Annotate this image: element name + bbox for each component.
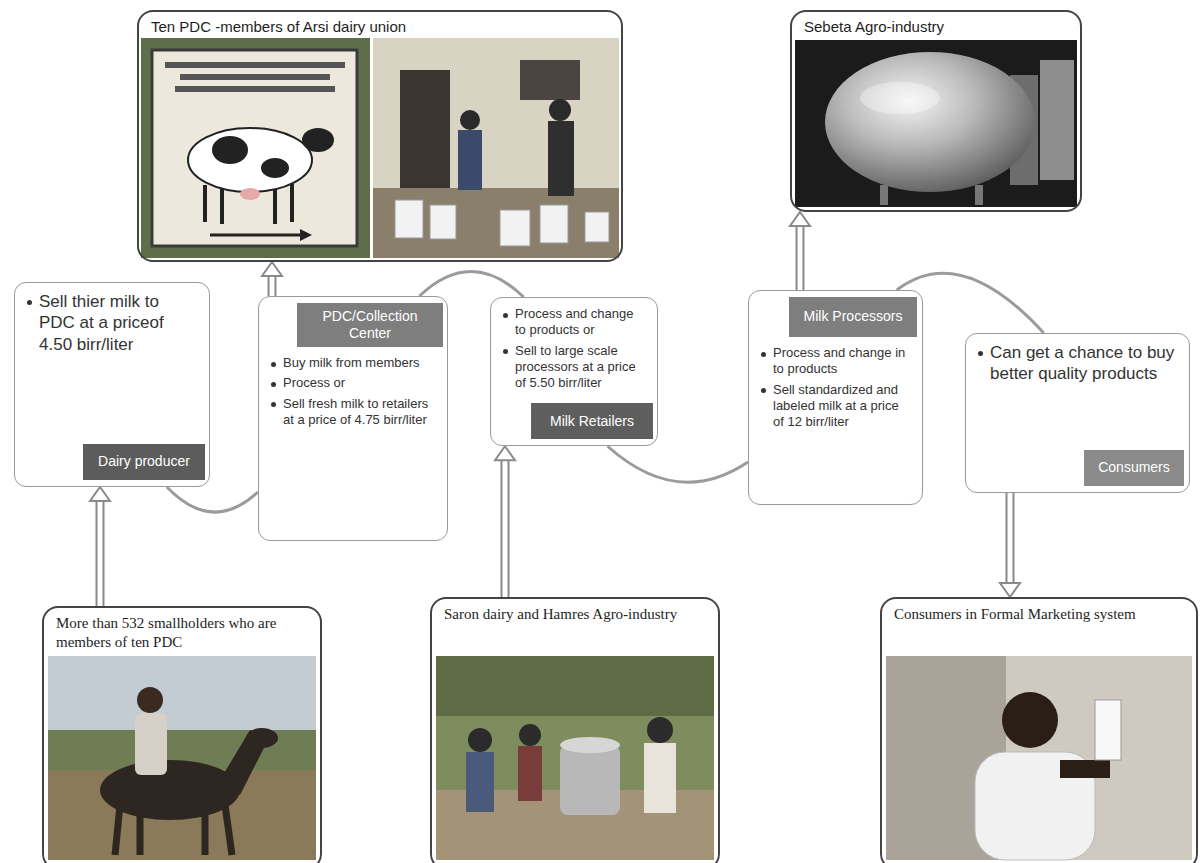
flow-arrow (790, 212, 810, 291)
flow-line (167, 487, 258, 512)
bullet-dot (271, 362, 276, 367)
panel-title: Saron dairy and Hamres Agro-industry (444, 605, 706, 624)
bullet-dot (503, 349, 508, 354)
bullet-dot (503, 313, 508, 318)
actor-box: Sell thier milk to PDC at a priceof 4.50… (14, 282, 210, 487)
bullet-dot (27, 300, 32, 305)
bullet-item: Sell fresh milk to retailers at a price … (271, 396, 437, 429)
photo-panel: Sebeta Agro-industry (790, 10, 1082, 212)
role-tag: Dairy producer (83, 444, 205, 480)
bullet-text: Process or (283, 375, 345, 391)
bullet-dot (761, 388, 766, 393)
arrow-head (790, 212, 810, 226)
role-tag: PDC/Collection Center (297, 303, 443, 347)
arrow-head (262, 262, 282, 276)
bullet-text: Sell fresh milk to retailers at a price … (283, 396, 437, 429)
flow-curve (420, 271, 524, 297)
bullet-item: Sell thier milk to PDC at a priceof 4.50… (27, 291, 199, 355)
panel-title: Sebeta Agro-industry (804, 18, 1068, 37)
arrow-shaft (501, 460, 510, 597)
panel-title: More than 532 smallholders who are membe… (56, 614, 308, 652)
flow-line (608, 446, 748, 482)
arrow-shaft (268, 276, 277, 296)
photo-panel: Consumers in Formal Marketing system (880, 597, 1198, 863)
arrow-head (90, 487, 110, 501)
smallholder-photo (48, 656, 316, 860)
bullet-text: Sell to large scale processors at a pric… (515, 343, 647, 392)
arrow-shaft-inner (503, 459, 508, 598)
panel-title: Consumers in Formal Marketing system (894, 605, 1184, 624)
role-tag: Milk Retailers (531, 403, 653, 439)
bullet-item: Sell standardized and labeled milk at a … (761, 382, 912, 431)
arrow-shaft (96, 501, 105, 606)
bullet-text: Sell standardized and labeled milk at a … (773, 382, 912, 431)
actor-box: Buy milk from membersProcess or Sell fres… (258, 296, 448, 541)
bullet-text: Sell thier milk to PDC at a priceof 4.50… (39, 291, 199, 355)
role-tag: Milk Processors (789, 297, 917, 337)
bullet-text: Process and change in to products (773, 345, 912, 378)
bullet-dot (978, 351, 983, 356)
panel-title: Ten PDC -members of Arsi dairy union (151, 18, 609, 37)
role-label: Milk Retailers (550, 413, 634, 431)
bullet-item: Can get a chance to buy better quality p… (978, 342, 1179, 385)
photo-panel: More than 532 smallholders who are membe… (42, 606, 322, 863)
flow-arrow (495, 446, 515, 598)
bullet-item: Sell to large scale processors at a pric… (503, 343, 647, 392)
role-label: Dairy producer (98, 453, 190, 471)
bullet-text: Can get a chance to buy better quality p… (990, 342, 1179, 385)
collection-photo (373, 38, 619, 258)
bullet-text: Process and change to products or (515, 306, 647, 339)
arrow-shaft-inner (270, 275, 275, 297)
flow-arrow (262, 262, 282, 297)
role-label: PDC/Collection Center (303, 308, 437, 343)
bullet-item: Process or (271, 375, 437, 391)
arrow-shaft (796, 226, 805, 290)
flow-line (420, 271, 524, 297)
bullet-dot (761, 352, 766, 357)
bullet-text: Buy milk from members (283, 355, 420, 371)
flow-arrow (1000, 492, 1020, 597)
flow-curve (608, 446, 748, 482)
actor-box: Process and change to products or Sell to… (490, 297, 658, 446)
tank-photo (795, 40, 1077, 207)
dairy-photo (436, 656, 714, 860)
arrow-shaft-inner (1008, 492, 1013, 584)
arrow-shaft-inner (798, 225, 803, 291)
arrow-head (1000, 583, 1020, 597)
bullet-item: Process and change to products or (503, 306, 647, 339)
consumer-photo (886, 656, 1192, 860)
actor-box: Can get a chance to buy better quality p… (965, 333, 1190, 493)
photo-panel: Saron dairy and Hamres Agro-industry (430, 597, 720, 863)
bullet-item: Buy milk from members (271, 355, 437, 371)
bullet-dot (271, 382, 276, 387)
role-tag: Consumers (1084, 450, 1184, 486)
arrow-shaft (1006, 493, 1015, 583)
sign-photo (141, 38, 370, 258)
bullet-dot (271, 402, 276, 407)
bullet-item: Process and change in to products (761, 345, 912, 378)
arrow-shaft-inner (98, 500, 103, 607)
flow-arrow (90, 487, 110, 607)
arrow-head (495, 446, 515, 460)
actor-box: Process and change in to productsSell st… (748, 290, 923, 505)
role-label: Milk Processors (804, 308, 903, 326)
role-label: Consumers (1098, 459, 1170, 477)
photo-panel: Ten PDC -members of Arsi dairy union (137, 10, 623, 262)
flow-curve (167, 487, 258, 512)
